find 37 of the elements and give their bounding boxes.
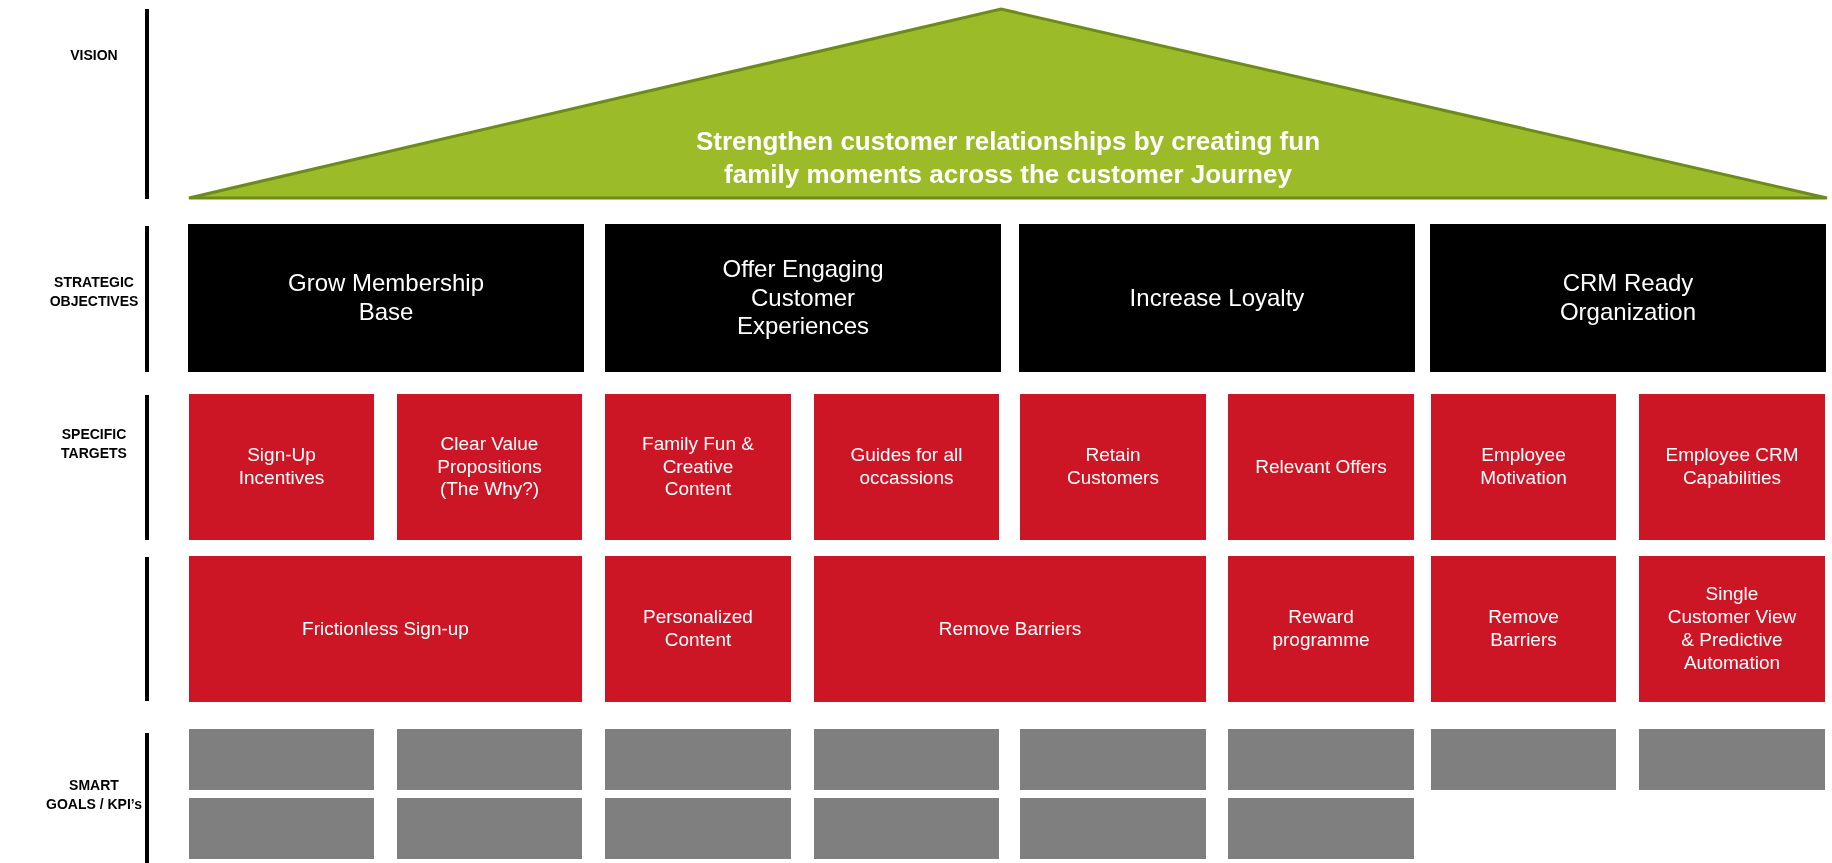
kpi-box bbox=[1020, 729, 1206, 790]
target-box: Retain Customers bbox=[1020, 394, 1206, 540]
target-box: Frictionless Sign-up bbox=[189, 556, 582, 702]
target-box: Reward programme bbox=[1228, 556, 1414, 702]
kpi-box bbox=[397, 798, 582, 859]
target-box: Family Fun & Creative Content bbox=[605, 394, 791, 540]
kpi-box bbox=[397, 729, 582, 790]
kpi-box bbox=[1228, 798, 1414, 859]
vision-text: Strengthen customer relationships by creating fun family moments across the customer Journey bbox=[694, 125, 1322, 191]
target-box: Clear Value Propositions (The Why?) bbox=[397, 394, 582, 540]
target-box: Single Customer View & Predictive Automation bbox=[1639, 556, 1825, 702]
target-box: Relevant Offers bbox=[1228, 394, 1414, 540]
target-box: Remove Barriers bbox=[1431, 556, 1616, 702]
target-box: Personalized Content bbox=[605, 556, 791, 702]
kpi-box bbox=[1639, 729, 1825, 790]
kpi-box bbox=[814, 729, 999, 790]
row-label: SMART GOALS / KPI’s bbox=[46, 776, 142, 814]
kpi-box bbox=[1020, 798, 1206, 859]
kpi-box bbox=[605, 729, 791, 790]
row-label: VISION bbox=[69, 45, 119, 65]
objective-box: Increase Loyalty bbox=[1019, 224, 1415, 372]
kpi-box bbox=[189, 798, 374, 859]
kpi-box bbox=[1228, 729, 1414, 790]
target-box: Employee CRM Capabilities bbox=[1639, 394, 1825, 540]
objective-box: CRM Ready Organization bbox=[1430, 224, 1826, 372]
target-box: Sign-Up Incentives bbox=[189, 394, 374, 540]
target-box: Employee Motivation bbox=[1431, 394, 1616, 540]
objective-box: Offer Engaging Customer Experiences bbox=[605, 224, 1001, 372]
kpi-box bbox=[1431, 729, 1616, 790]
row-label: STRATEGIC OBJECTIVES bbox=[48, 273, 140, 311]
kpi-box bbox=[605, 798, 791, 859]
kpi-box bbox=[814, 798, 999, 859]
kpi-box bbox=[189, 729, 374, 790]
target-box: Remove Barriers bbox=[814, 556, 1206, 702]
row-label: SPECIFIC TARGETS bbox=[60, 425, 128, 463]
objective-box: Grow Membership Base bbox=[188, 224, 584, 372]
target-box: Guides for all occassions bbox=[814, 394, 999, 540]
